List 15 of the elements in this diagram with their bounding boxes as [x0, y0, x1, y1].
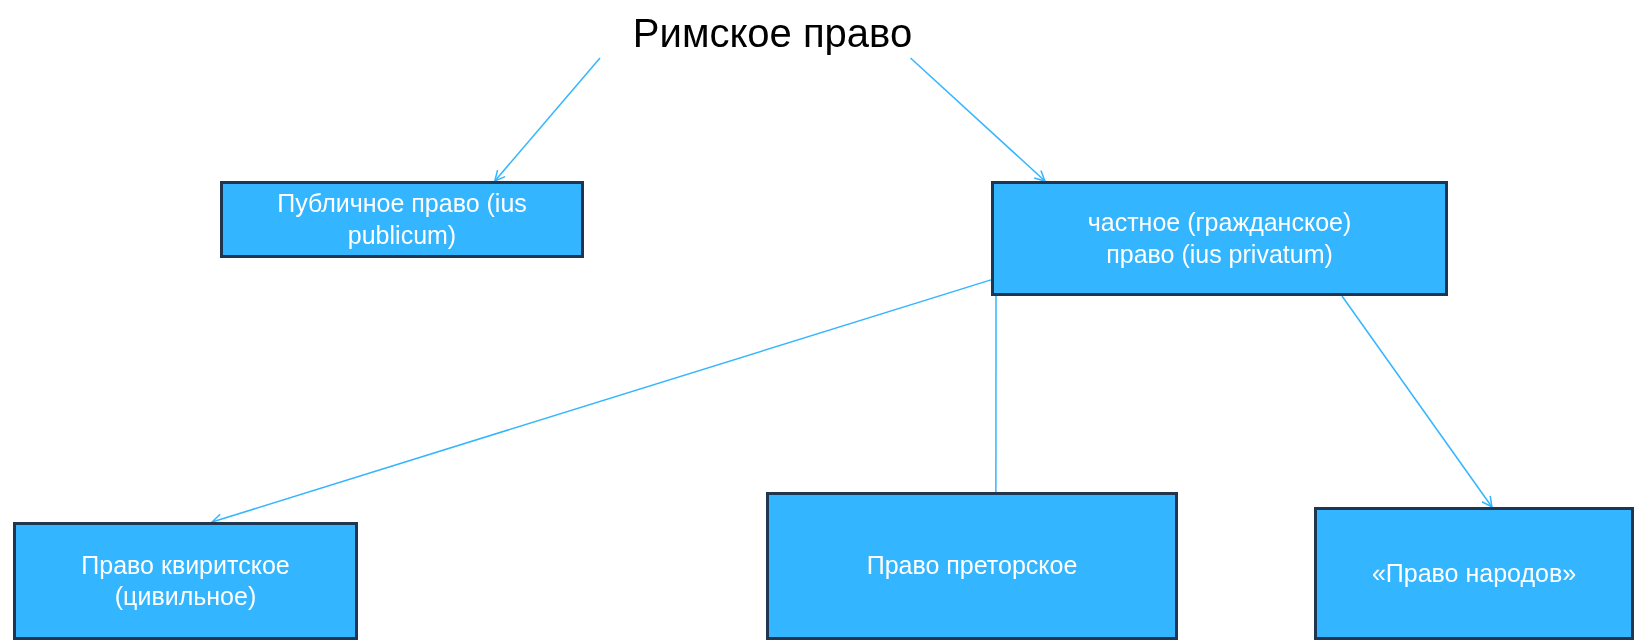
category-box	[991, 181, 1448, 296]
heading-text: Римское право	[632, 10, 913, 56]
category-box	[220, 181, 584, 258]
category-box	[13, 522, 358, 640]
box-label: Право преторское	[866, 550, 1078, 582]
connector-line	[995, 295, 997, 493]
box-label: частное (гражданское) право (ius privatum)	[1086, 207, 1353, 270]
box-label: «Право народов»	[1371, 557, 1577, 589]
category-box	[1314, 507, 1634, 640]
arrow	[494, 57, 601, 182]
arrow	[909, 57, 1046, 182]
category-box	[766, 492, 1178, 640]
box-label: Публичное право (ius publicum)	[276, 188, 528, 251]
arrow	[1341, 295, 1493, 508]
box-label: Право квиритское (цивильное)	[80, 549, 291, 612]
